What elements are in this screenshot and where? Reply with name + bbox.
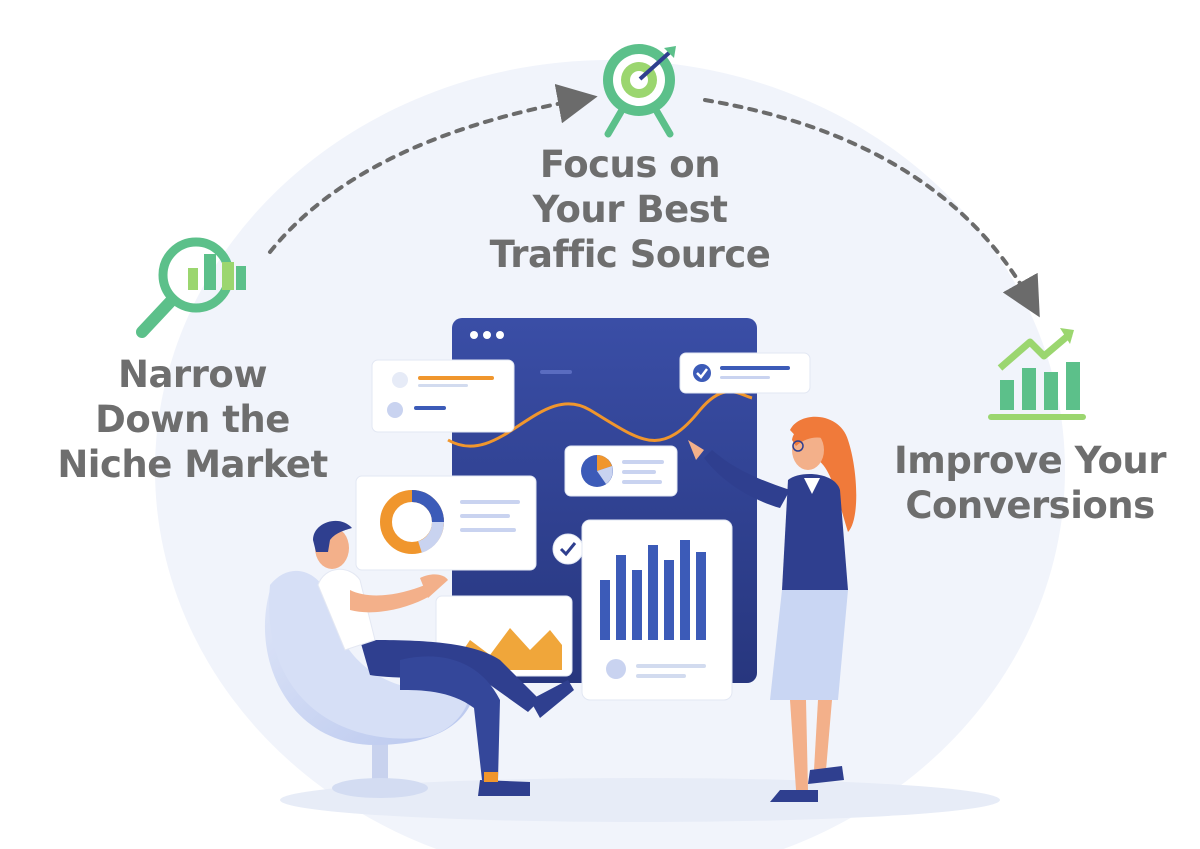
arrow-narrow-to-focus [268,83,598,254]
seated-man [313,520,574,796]
growth-chart-icon [988,328,1086,420]
step-label-line: Niche Market [57,443,328,487]
step-label-line: Focus on [539,143,721,186]
pie-card [564,445,678,497]
floor-shadow [280,778,1000,822]
step-label-line: Conversions [905,484,1155,528]
check-card-top [679,352,811,394]
bar-chart-card [581,519,733,701]
step-label-line: Improve Your [894,439,1166,482]
donut-card [355,475,537,571]
step-label-line: Your Best [532,188,728,232]
armchair [264,570,475,798]
standing-woman [688,416,857,802]
step-label-line: Traffic Source [489,233,771,277]
list-card-left [371,359,515,433]
target-icon [603,44,676,138]
magnifier-chart-icon [136,237,246,338]
step-label-narrow-niche: Narrow Down the Niche Market [20,352,365,487]
step-label-improve-conversions: Improve Your Conversions [870,438,1190,528]
step-label-line: Narrow [117,353,268,396]
step-label-focus-traffic: Focus on Your Best Traffic Source [420,142,840,277]
check-badge [552,533,584,565]
arrow-focus-to-improve [703,98,1040,318]
step-label-line: Down the [95,398,290,442]
